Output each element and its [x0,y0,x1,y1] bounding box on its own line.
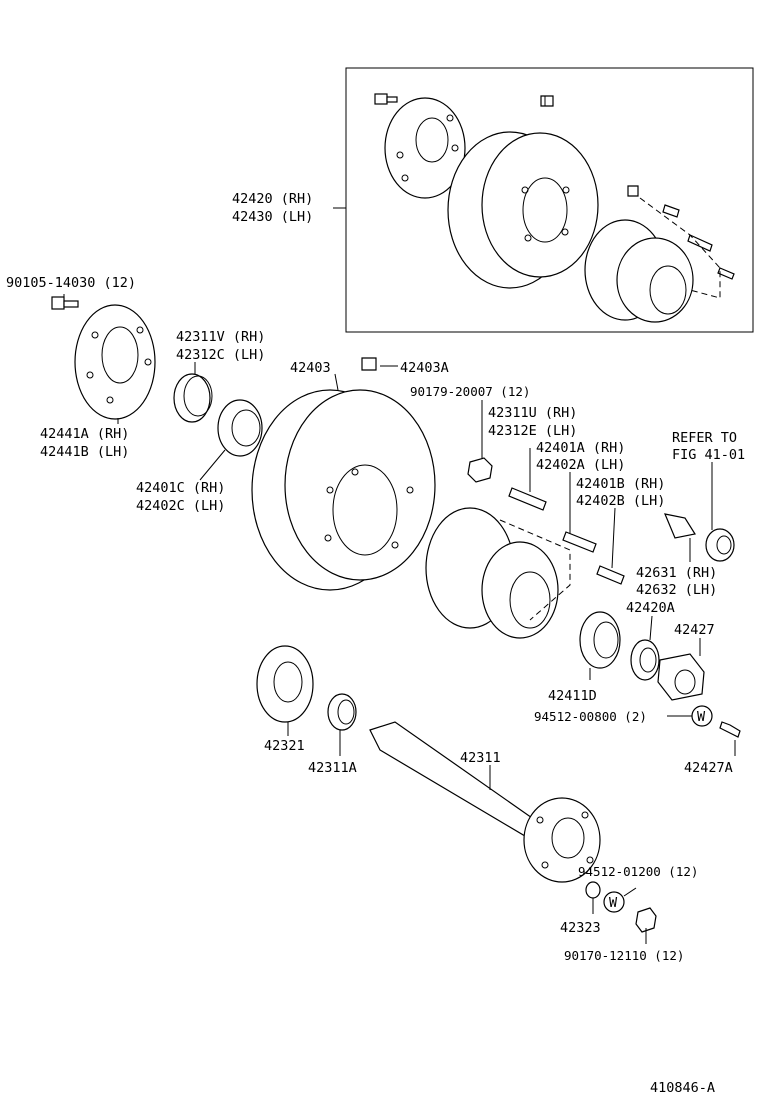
wheel-nut-icon [705,462,735,562]
bolt-icon [51,294,79,310]
label-lock-screw: 42427A [684,760,733,776]
bearing-icon [199,399,263,481]
label-plug: 42403A [400,360,449,376]
label-washer-94512-12: 94512-01200 (12) [578,864,698,879]
hub-cone-icon [562,472,597,553]
inset-backing-plate-icon [384,97,466,199]
label-fig-ref[interactable]: FIG 41-01 [672,447,745,463]
label-washer-mark-lower: W [609,895,618,911]
label-inner-bearing: 42411D [548,688,597,704]
label-hub-bolt-rh: 42631 (RH) [636,565,717,581]
label-hub-drum-rh: 42420 (RH) [232,191,313,207]
label-cup-lh: 42402B (LH) [576,493,665,509]
figure-id: 410846-A [650,1080,715,1096]
seal-icon [327,693,357,756]
label-bolt-90105: 90105-14030 (12) [6,275,136,291]
hub-bolt-icon [664,513,696,562]
assembly-inset-box [345,67,754,333]
lock-washer-icon [630,615,660,681]
label-cup-rh: 42401B (RH) [576,476,665,492]
label-refer-to: REFER TO [672,430,737,446]
label-lock-washer: 42420A [626,600,675,616]
inset-hub-icon [584,185,735,323]
label-hub-drum-lh: 42430 (LH) [232,209,313,225]
inner-bearing-icon [579,611,621,680]
label-oil-seal-rh: 42311V (RH) [176,329,265,345]
inset-bolt-icon [374,93,398,105]
axle-shaft-icon [369,721,601,883]
gasket-icon [256,645,314,736]
label-stud-lh: 42312E (LH) [488,423,577,439]
label-nut-90179: 90179-20007 (12) [410,384,530,399]
hub-cup-icon [596,507,625,585]
label-nut-90170: 90170-12110 (12) [564,948,684,963]
plug-icon [361,357,398,371]
wheel-hub-icon [425,507,571,639]
label-cone-rh: 42401A (RH) [536,440,625,456]
label-washer-94512-08: 94512-00800 (2) [534,709,647,724]
label-stud-rh: 42311U (RH) [488,405,577,421]
label-bearing-rh: 42401C (RH) [136,480,225,496]
hub-nut-icon [467,400,493,483]
label-seal-42311a: 42311A [308,760,357,776]
label-axle-shaft: 42311 [460,750,501,766]
label-drum: 42403 [290,360,331,376]
oil-seal-icon [173,362,213,423]
label-backing-rh: 42441A (RH) [40,426,129,442]
inset-plug-icon [540,95,554,107]
backing-plate-icon [74,304,156,424]
label-hub-bolt-lh: 42632 (LH) [636,582,717,598]
label-adjust-nut: 42427 [674,622,715,638]
hub-stud-icon [508,448,547,511]
label-gasket: 42321 [264,738,305,754]
washer-mark-lower-icon [603,887,637,913]
washer-mark-icon [667,705,713,727]
inset-drum-icon [447,131,599,289]
label-cone-washer: 42323 [560,920,601,936]
label-backing-lh: 42441B (LH) [40,444,129,460]
cone-washer-icon [585,881,601,914]
adjust-nut-icon [657,638,705,701]
label-cone-lh: 42402A (LH) [536,457,625,473]
lock-screw-icon [719,721,741,756]
brake-drum-icon [251,373,436,591]
label-oil-seal-lh: 42312C (LH) [176,347,265,363]
label-bearing-lh: 42402C (LH) [136,498,225,514]
label-washer-mark: W [697,709,706,725]
axle-nut-icon [635,907,657,944]
